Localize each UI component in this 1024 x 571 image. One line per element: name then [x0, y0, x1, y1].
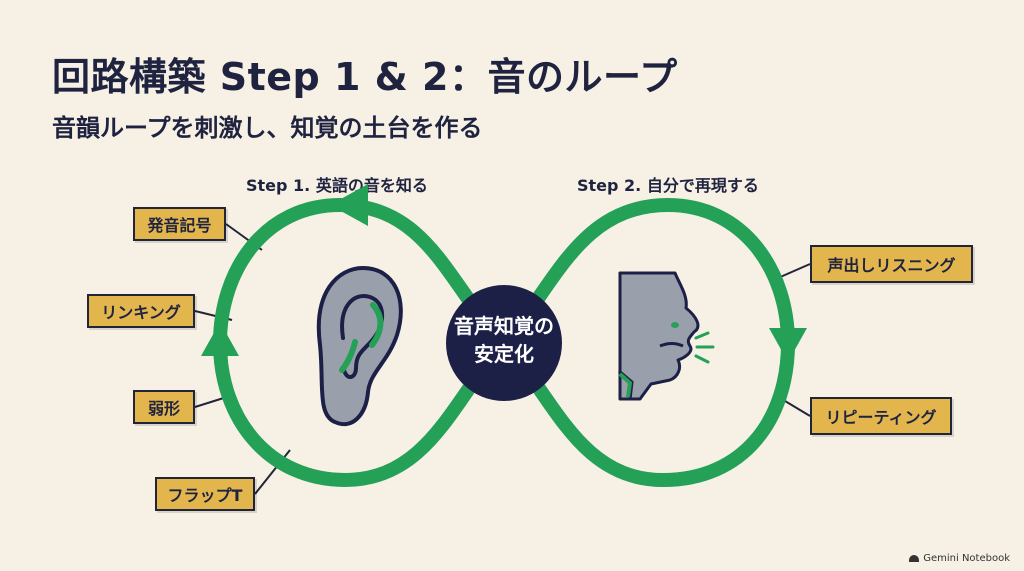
center-label-line2: 安定化: [474, 342, 534, 366]
brand-label: Gemini Notebook: [923, 553, 1010, 564]
arrow-left-up-icon: [201, 322, 239, 356]
ear-icon: [316, 266, 403, 426]
tag-phonetic-symbols: 発音記号: [133, 207, 226, 241]
tag-weak-form: 弱形: [133, 390, 195, 424]
page-title: 回路構築 Step 1 & 2：音のループ: [52, 55, 678, 99]
center-label-line1: 音声知覚の: [454, 314, 554, 338]
step-1-label: Step 1. 英語の音を知る: [246, 176, 428, 195]
arrow-right-down-icon: [769, 328, 807, 362]
tag-vocal-listening: 声出しリスニング: [810, 245, 973, 283]
notebook-logo-icon: [909, 555, 920, 562]
tag-flap-t: フラップT: [155, 477, 255, 511]
connector-5: [777, 263, 811, 279]
page-subtitle: 音韻ループを刺激し、知覚の土台を作る: [52, 114, 483, 142]
center-label: 音声知覚の 安定化: [448, 312, 560, 368]
step-2-label: Step 2. 自分で再現する: [577, 176, 759, 195]
tag-repeating: リピーティング: [810, 397, 952, 435]
tag-linking: リンキング: [87, 294, 195, 328]
brand-watermark: Gemini Notebook: [909, 553, 1010, 564]
arrow-top-left-icon: [330, 184, 368, 226]
center-circle: [446, 285, 562, 401]
speaking-face-icon: [618, 271, 715, 401]
